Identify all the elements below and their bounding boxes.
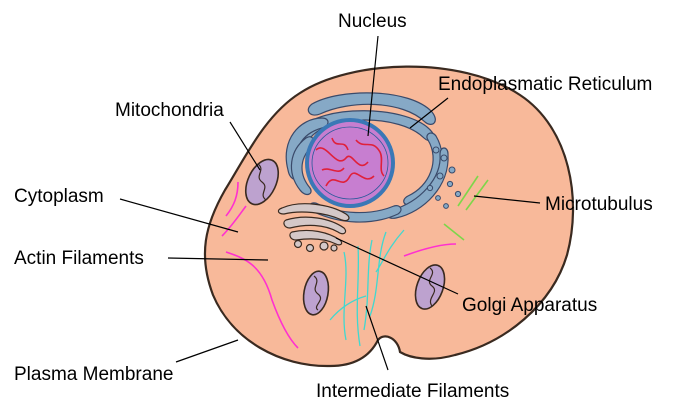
label-endoplasmic-reticulum: Endoplasmatic Reticulum [438, 74, 652, 95]
label-golgi-apparatus: Golgi Apparatus [462, 295, 597, 316]
label-actin-filaments: Actin Filaments [14, 248, 144, 269]
label-nucleus: Nucleus [338, 11, 407, 32]
label-intermediate-filaments: Intermediate Filaments [316, 381, 509, 402]
leader-plasma-membrane [176, 340, 238, 362]
label-plasma-membrane: Plasma Membrane [14, 364, 173, 385]
nucleus [307, 120, 393, 206]
label-microtubulus: Microtubulus [545, 194, 653, 215]
label-cytoplasm: Cytoplasm [14, 186, 104, 207]
label-mitochondria: Mitochondria [115, 100, 224, 121]
